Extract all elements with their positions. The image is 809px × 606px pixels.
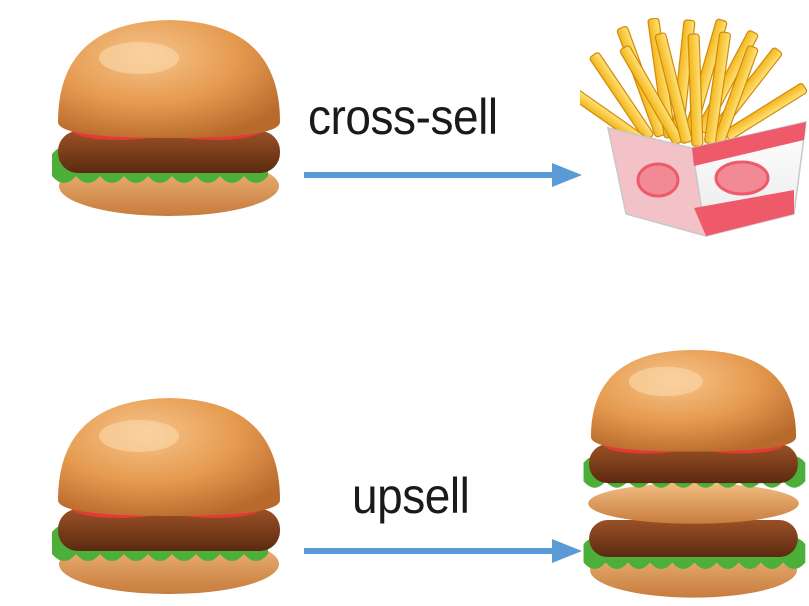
arrow-icon xyxy=(304,539,582,563)
upsell-label: upsell xyxy=(352,468,470,524)
burger-icon xyxy=(52,398,280,594)
fries-icon xyxy=(580,18,808,238)
cross-sell-label: cross-sell xyxy=(308,89,498,145)
burger-icon xyxy=(52,20,280,216)
arrow-icon xyxy=(304,163,582,187)
double-burger-icon xyxy=(583,350,806,598)
